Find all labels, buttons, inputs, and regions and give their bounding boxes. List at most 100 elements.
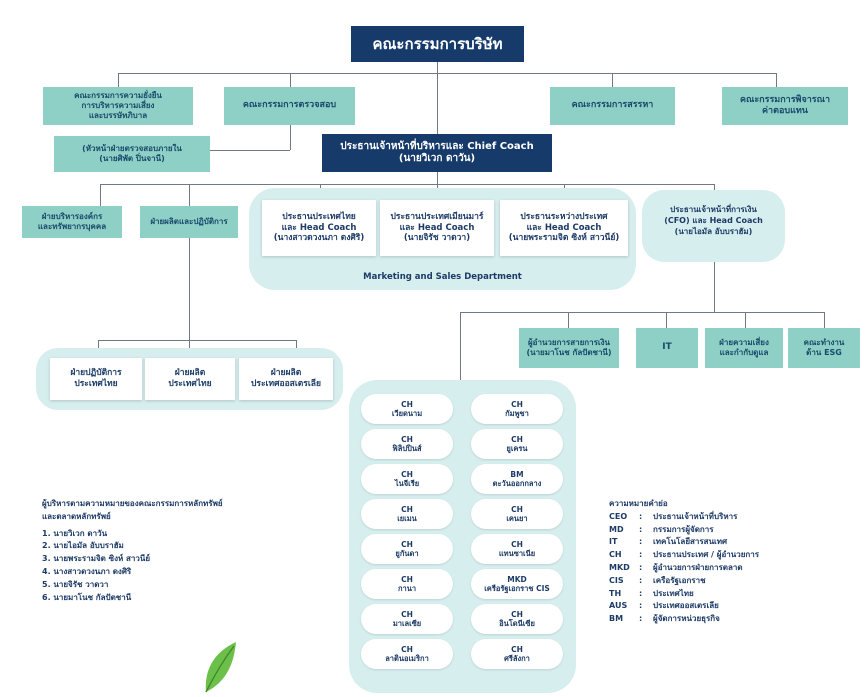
connector-departments xyxy=(100,184,714,185)
executive-item: 2. นายไอมัล อับบราฮัม xyxy=(42,541,124,551)
board-label: คณะกรรมการบริษัท xyxy=(372,34,503,53)
risk-compliance-box: ฝ่ายความเสี่ยง และกำกับดูแล xyxy=(705,328,783,368)
head-name: (นายจิรัช วาดวา) xyxy=(403,233,471,244)
ch-country: แทนซาเนีย xyxy=(498,549,536,558)
executive-item: 4. นางสาวดวงนภา ดงศิริ xyxy=(42,566,132,576)
connector xyxy=(666,312,667,328)
connector xyxy=(189,238,190,340)
operations-thailand-box: ฝ่ายปฏิบัติการ ประเทศไทย xyxy=(50,358,142,400)
glossary-row: AUS:ประเทศออสเตรเลีย xyxy=(609,601,719,611)
internal-audit-box: (หัวหน้าฝ่ายตรวจสอบภายใน (นายศิพัต ปิ่นจ… xyxy=(54,136,210,172)
connector xyxy=(714,262,715,312)
glossary-row: TH:ประเทศไทย xyxy=(609,588,694,598)
department-label: ฝ่ายผลิตและปฏิบัติการ xyxy=(150,217,228,226)
audit-committee-box: คณะกรรมการตรวจสอบ xyxy=(224,87,355,125)
unit-line: ฝ่ายความเสี่ยง xyxy=(719,338,769,347)
executive-item: 6. นายมาโนช กัลปัตชานี xyxy=(42,592,132,602)
head-title: ประธานระหว่างประเทศ xyxy=(520,212,608,223)
country-head-international: ประธานระหว่างประเทศ และ Head Coach (นายพ… xyxy=(500,200,628,256)
ch-country: ลาตินอเมริกา xyxy=(385,654,429,663)
ch-code: CH xyxy=(511,644,523,654)
head-title: ประธานประเทศไทย xyxy=(282,212,356,223)
executive-item: 1. นายวิเวก ดาวัน xyxy=(42,528,108,538)
connector xyxy=(824,312,825,328)
executive-item: 5. นายจิรัช วาดวา xyxy=(42,579,109,589)
glossary-row: MD:กรรมการผู้จัดการ xyxy=(609,524,714,534)
glossary: ความหมายคำย่อ CEO:ประธานเจ้าหน้าที่บริหา… xyxy=(609,498,849,626)
unit-line: ฝ่ายผลิต xyxy=(174,368,206,379)
unit-line: ประเทศออสเตรเลีย xyxy=(251,379,321,389)
connector xyxy=(100,184,101,206)
glossary-row: CIS:เครือรัฐเอกราช xyxy=(609,575,706,585)
ch-code: CH xyxy=(401,609,413,619)
board-of-directors-box: คณะกรรมการบริษัท xyxy=(351,26,524,62)
cfo-role: (CFO) และ Head Coach xyxy=(664,216,763,226)
executives-list: ผู้บริหารตามความหมายของคณะกรรมการหลักทรั… xyxy=(42,498,292,604)
ch-code: CH xyxy=(511,609,523,619)
production-thailand-box: ฝ่ายผลิต ประเทศไทย xyxy=(145,358,235,400)
ch-country: กานา xyxy=(397,584,417,593)
ch-code: CH xyxy=(511,434,523,444)
it-box: IT xyxy=(636,328,698,368)
ch-country: ตะวันออกกลาง xyxy=(492,479,542,488)
ch-country: กัมพูชา xyxy=(505,409,529,418)
ch-code: BM xyxy=(510,469,524,479)
connector xyxy=(189,184,190,206)
ch-code: CH xyxy=(511,504,523,514)
unit-line: ด้าน ESG xyxy=(806,348,842,357)
committee-label: คณะกรรมการสรรหา xyxy=(571,100,654,111)
committee-line: การบริหารความเสี่ยง xyxy=(81,101,155,110)
committee-line: คณะกรรมการความยั่งยืน xyxy=(74,91,162,100)
glossary-row: CEO:ประธานเจ้าหน้าที่บริหาร xyxy=(609,511,738,521)
remuneration-committee-box: คณะกรรมการพิจารณา ค่าตอบแทน xyxy=(722,87,848,125)
ch-code: CH xyxy=(401,469,413,479)
ch-code: CH xyxy=(401,539,413,549)
executive-item: 3. นายพระรามจิต ซิงห์ สาวนีย์ xyxy=(42,554,151,564)
cfo-panel xyxy=(642,190,785,262)
marketing-label: Marketing and Sales Department xyxy=(363,272,522,282)
glossary-row: IT:เทคโนโลยีสารสนเทศ xyxy=(609,537,728,547)
committee-line: ค่าตอบแทน xyxy=(762,106,808,116)
ch-country: ยูเครน xyxy=(506,444,528,453)
ch-code: CH xyxy=(511,539,523,549)
connector xyxy=(210,150,290,151)
ch-code: CH xyxy=(511,399,523,409)
ch-country: ไนจีเรีย xyxy=(394,479,420,488)
connector-committees xyxy=(118,73,776,74)
unit-line: (นายมาโนช กัลปัตชานี) xyxy=(526,348,612,357)
committee-line: และบรรษัทภิบาล xyxy=(88,111,148,120)
ceo-name: (นายวิเวก ดาวัน) xyxy=(398,153,476,164)
connector xyxy=(612,73,613,87)
unit-line: ประเทศไทย xyxy=(168,379,212,389)
head-name: (นางสาวดวงนภา ดงศิริ) xyxy=(273,233,365,244)
ch-code: MKD xyxy=(507,574,527,584)
ch-code: CH xyxy=(401,644,413,654)
ch-code: CH xyxy=(401,504,413,514)
unit-line: ประเทศไทย xyxy=(74,379,118,389)
head-title: ประธานประเทศเมียนมาร์ xyxy=(390,212,484,223)
ch-code: CH xyxy=(401,434,413,444)
head-role: และ Head Coach xyxy=(526,222,602,233)
unit-line: ฝ่ายปฏิบัติการ xyxy=(70,368,122,379)
head-role: และ Head Coach xyxy=(399,222,475,233)
hr-department-box: ฝ่ายบริหารองค์กร และทรัพยากรบุคคล xyxy=(22,206,122,238)
unit-line: คณะทำงาน xyxy=(803,338,845,347)
connector xyxy=(118,73,119,87)
ch-country: เวียดนาม xyxy=(391,409,423,418)
unit-line: ผู้อำนวยการสายการเงิน xyxy=(527,338,611,347)
production-department-box: ฝ่ายผลิตและปฏิบัติการ xyxy=(140,206,238,238)
ch-code: CH xyxy=(401,574,413,584)
ch-country: ศรีลังกา xyxy=(504,654,530,663)
finance-director-box: ผู้อำนวยการสายการเงิน (นายมาโนช กัลปัตชา… xyxy=(519,328,619,368)
executives-title-line: และตลาดหลักทรัพย์ xyxy=(42,511,111,521)
head-name: (นายพระรามจิต ซิงห์ สาวนีย์) xyxy=(508,233,620,244)
country-head-thailand: ประธานประเทศไทย และ Head Coach (นางสาวดว… xyxy=(262,200,376,256)
